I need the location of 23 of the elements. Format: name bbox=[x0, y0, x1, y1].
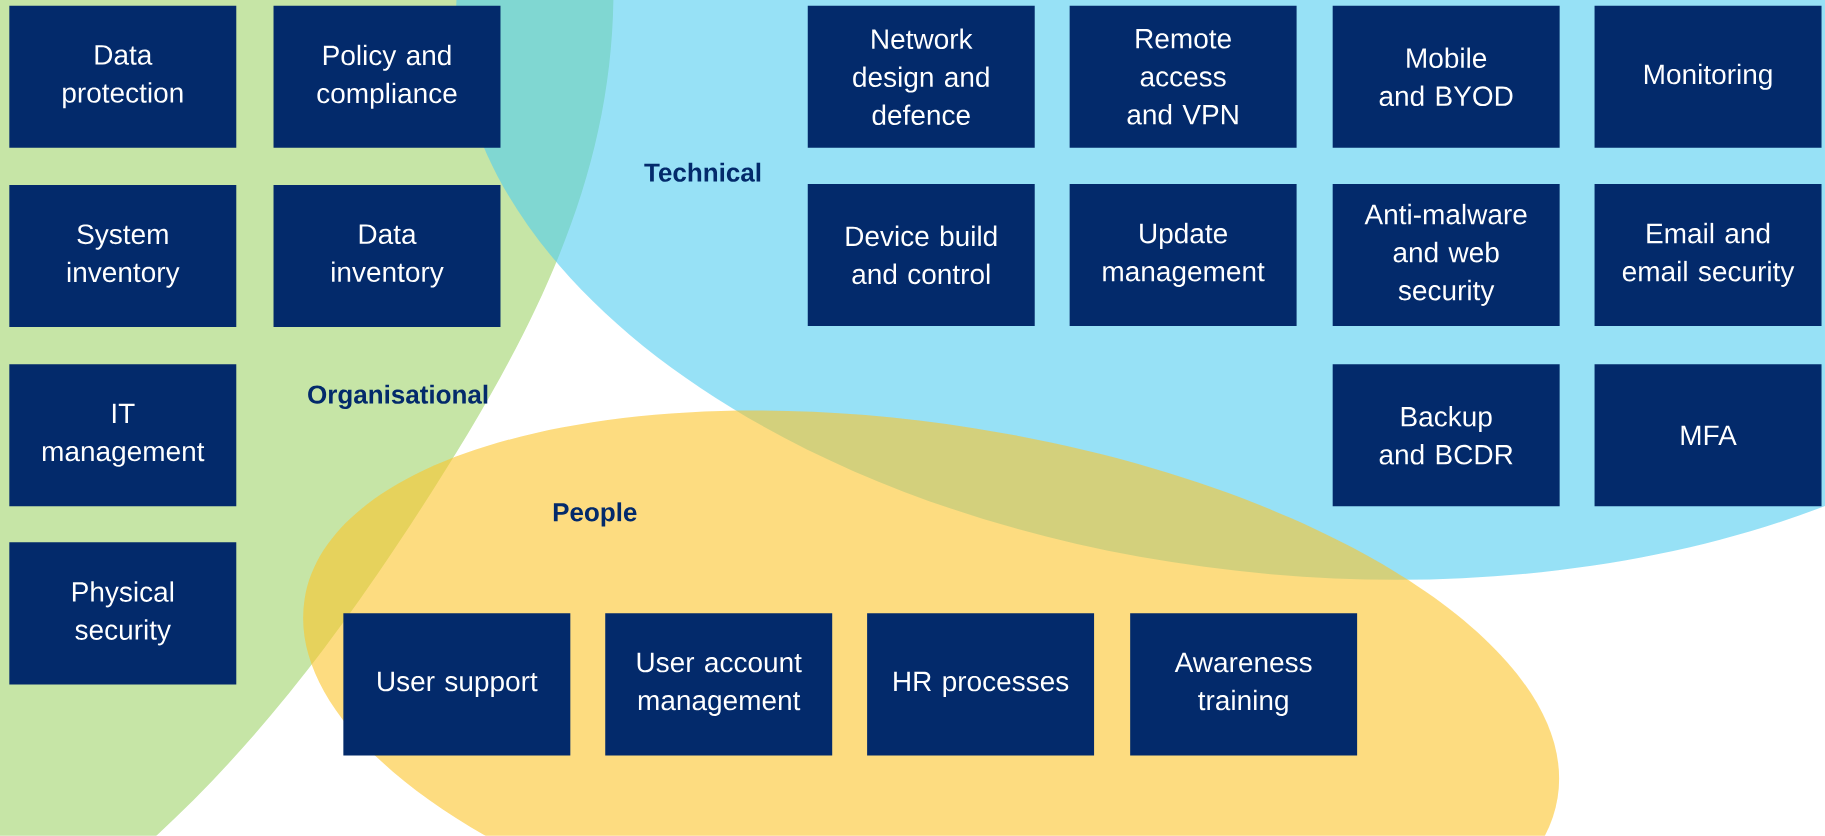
group-label: Technical bbox=[644, 162, 761, 182]
topic-box: IT management bbox=[9, 364, 237, 507]
topic-box: Monitoring bbox=[1594, 5, 1822, 148]
topic-box: User support bbox=[343, 613, 571, 756]
topic-box: Data inventory bbox=[273, 185, 501, 328]
topic-box: Update management bbox=[1069, 184, 1297, 327]
topic-box: HR processes bbox=[867, 613, 1095, 756]
topic-box: Policy and compliance bbox=[273, 5, 501, 148]
topic-box: Network design and defence bbox=[807, 5, 1035, 148]
topic-box: Backup and BCDR bbox=[1332, 364, 1560, 507]
topic-box: Device build and control bbox=[807, 184, 1035, 327]
topic-box: Physical security bbox=[9, 542, 237, 685]
topic-box: MFA bbox=[1594, 364, 1822, 507]
topic-box: Data protection bbox=[9, 5, 237, 148]
topic-box: Remote access and VPN bbox=[1069, 5, 1297, 148]
topic-box: Anti-malware and web security bbox=[1332, 184, 1560, 327]
topic-box: Awareness training bbox=[1130, 613, 1358, 756]
group-label: People bbox=[553, 502, 637, 527]
topic-box: System inventory bbox=[9, 185, 237, 328]
topic-box: Email and email security bbox=[1594, 184, 1822, 327]
topic-box: User account management bbox=[605, 613, 833, 756]
group-label: Organisational bbox=[308, 384, 488, 410]
topic-box: Mobile and BYOD bbox=[1332, 5, 1560, 148]
